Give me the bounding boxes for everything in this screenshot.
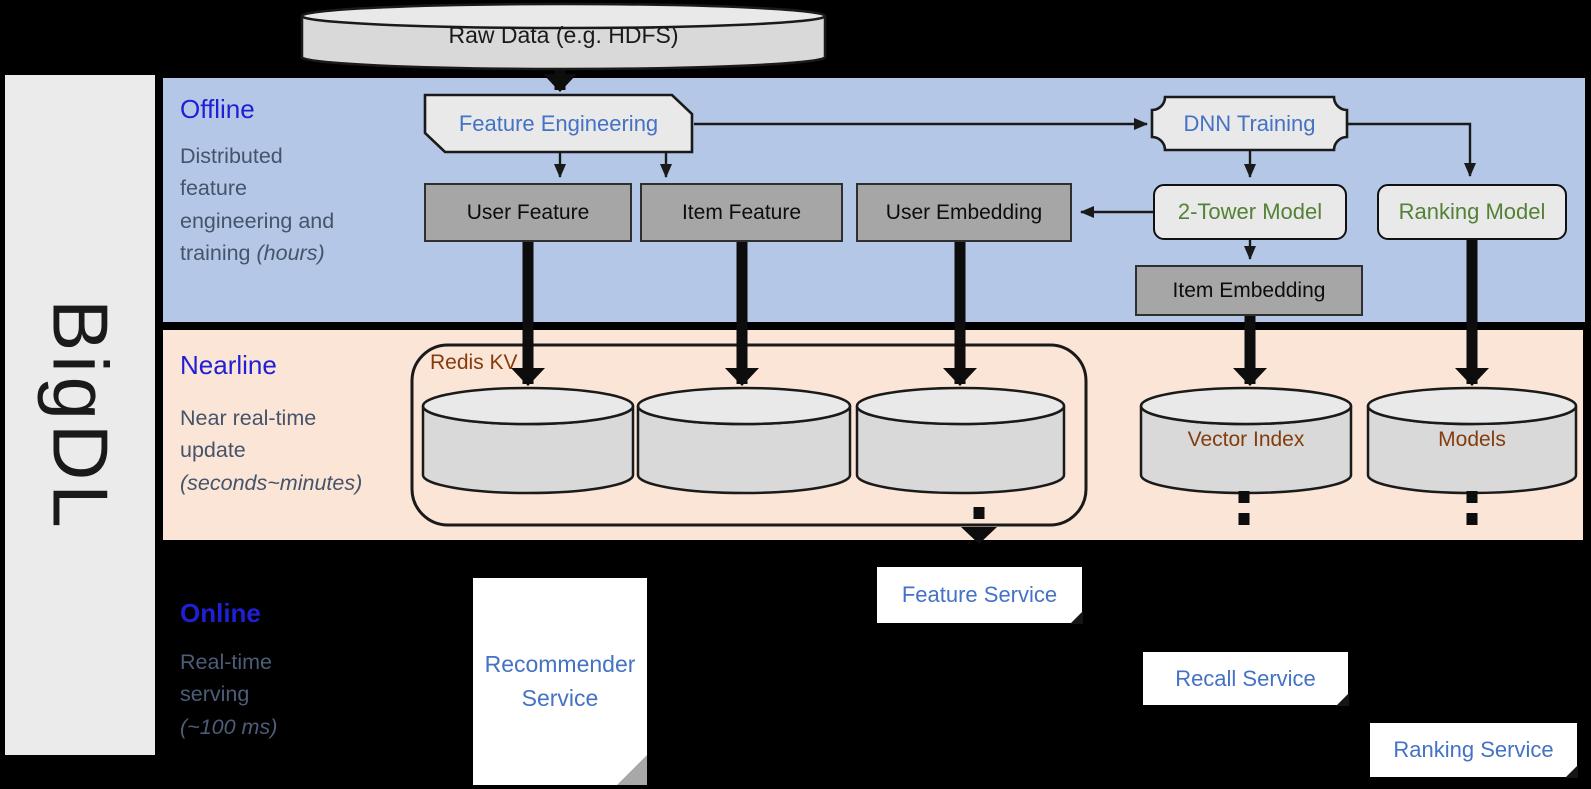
redis-kv-container [410, 343, 1088, 527]
online-description-note: (~100 ms) [180, 714, 278, 739]
dnn-training-shape [1150, 95, 1349, 152]
models-cylinder [1366, 386, 1578, 495]
redis-cylinder-1 [421, 386, 635, 495]
item-embedding-node: Item Embedding [1135, 265, 1363, 316]
online-section-title: Online [180, 598, 261, 628]
redis-cylinder-2 [636, 386, 852, 495]
raw-data-label: Raw Data (e.g. HDFS) [448, 21, 679, 48]
vector-index-cylinder [1139, 386, 1353, 495]
dashed-arrow-redis-to-feature-service [961, 507, 997, 544]
vector-index-label: Vector Index [1187, 428, 1305, 451]
two-tower-model-node: 2-Tower Model [1153, 184, 1347, 240]
redis-kv-label: Redis KV [430, 351, 518, 374]
recommender-service-folded-corner-icon [617, 755, 647, 785]
user-embedding-node: User Embedding [856, 183, 1072, 242]
feature-engineering-shape [423, 93, 694, 154]
feature-service-label: Feature Service [901, 582, 1058, 607]
recall-service-folded-corner-icon [1336, 693, 1349, 706]
recommender-service-label: Recommender Service [484, 651, 636, 711]
bigdl-sidebar-band [5, 75, 155, 755]
nearline-section-description: Near real-time update (seconds~minutes) [180, 402, 385, 499]
user-feature-node: User Feature [424, 183, 632, 242]
models-label: Models [1438, 428, 1506, 451]
online-description-text: Real-time serving [180, 650, 272, 707]
offline-description-note: (hours) [256, 240, 325, 265]
redis-cylinder-3 [855, 386, 1066, 495]
item-feature-node: Item Feature [640, 183, 843, 242]
nearline-section-title: Nearline [180, 350, 277, 380]
ranking-service-folded-corner-icon [1565, 765, 1578, 778]
recall-service-label: Recall Service [1175, 665, 1316, 691]
offline-section-title: Offline [180, 94, 255, 124]
nearline-description-note: (seconds~minutes) [180, 470, 363, 495]
bigdl-brand-label: BigDL [36, 298, 125, 532]
recommender-service-node: Recommender Service [473, 578, 647, 785]
offline-description-text: Distributed feature engineering and trai… [180, 144, 335, 265]
feature-service-folded-corner-icon [1070, 611, 1083, 624]
feature-service-node: Feature Service [877, 567, 1083, 624]
arrow-dnn-training-to-ranking-model [1347, 122, 1476, 177]
nearline-description-text: Near real-time update [180, 406, 317, 463]
offline-section-description: Distributed feature engineering and trai… [180, 140, 355, 269]
dnn-training-node: DNN Training [1183, 110, 1316, 136]
ranking-service-node: Ranking Service [1370, 723, 1578, 778]
ranking-model-node: Ranking Model [1377, 184, 1567, 240]
bigdl-brand: BigDL [5, 75, 155, 755]
ranking-service-label: Ranking Service [1393, 737, 1554, 762]
raw-data-cylinder [300, 2, 827, 71]
online-section-description: Real-time serving (~100 ms) [180, 646, 305, 743]
feature-engineering-node: Feature Engineering [458, 110, 659, 136]
recall-service-node: Recall Service [1143, 652, 1349, 706]
